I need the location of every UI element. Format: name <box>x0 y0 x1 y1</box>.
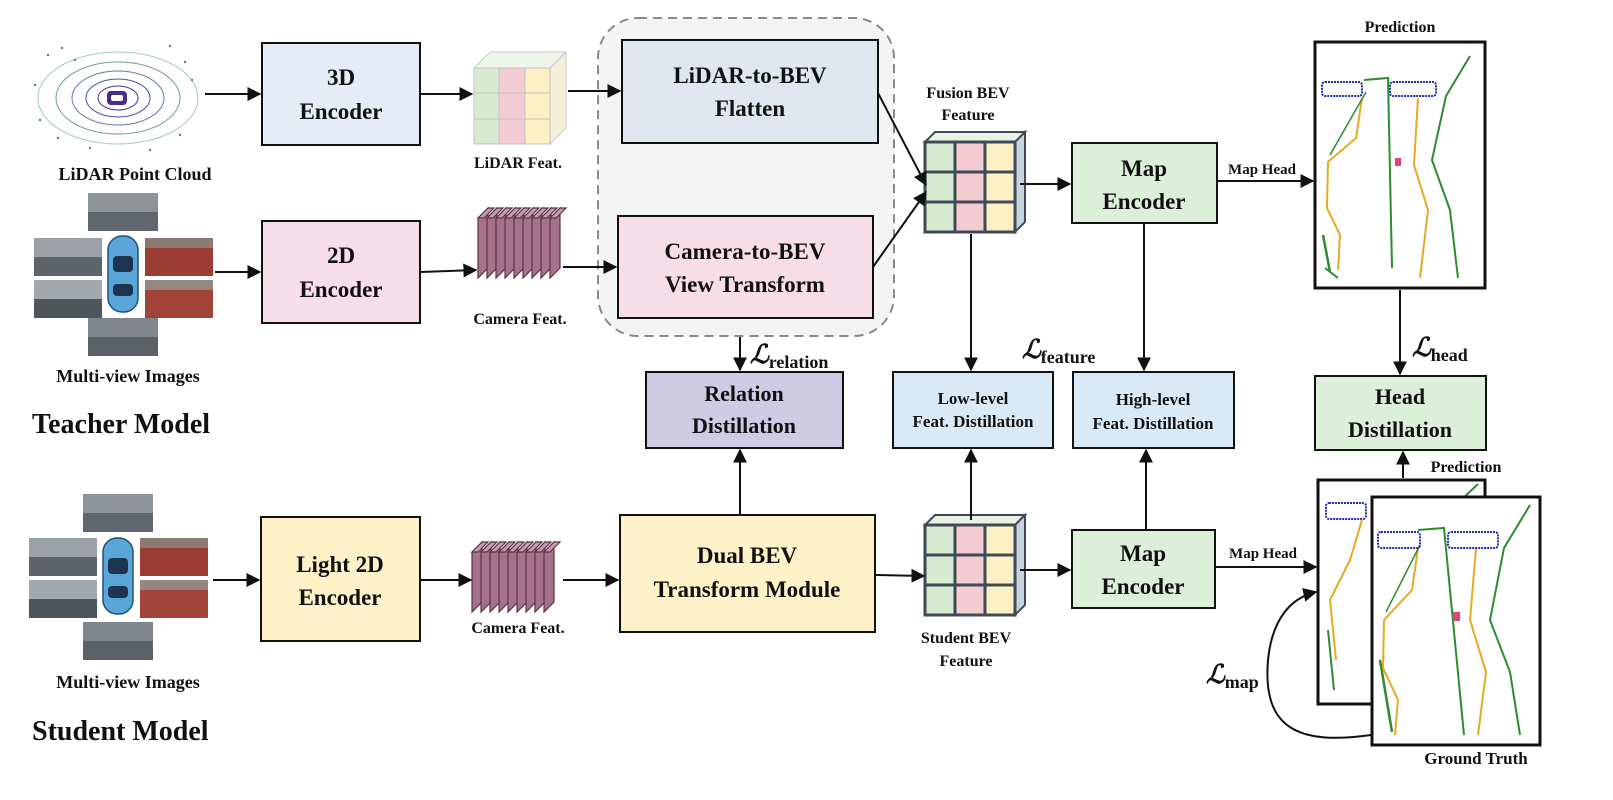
student-map-encoder-line1: Map <box>1120 541 1166 566</box>
fusion-feature-line2: Feature <box>941 107 994 124</box>
student-camera-feat-label: Camera Feat. <box>471 620 564 637</box>
light-encoder-line1: Light 2D <box>296 552 384 577</box>
fusion-feature-line1: Fusion BEV <box>926 85 1010 102</box>
teacher-multiview-images <box>34 193 213 356</box>
feature-loss: ℒfeature <box>1022 335 1095 367</box>
teacher-map-encoder-box <box>1071 142 1218 224</box>
lidar-to-bev-line2: Flatten <box>715 96 785 121</box>
student-feature-line2: Feature <box>939 653 992 670</box>
low-level-line2: Feat. Distillation <box>913 412 1034 431</box>
student-model-label: Student Model <box>32 716 209 747</box>
student-camera-feat-stack <box>471 541 561 613</box>
student-map-head-label: Map Head <box>1229 546 1298 562</box>
head-loss: ℒhead <box>1412 333 1468 365</box>
3d-encoder-line1: 3D <box>327 65 355 90</box>
camera-to-bev-line1: Camera-to-BEV <box>665 239 826 264</box>
dual-bev-transform-box <box>619 514 876 633</box>
teacher-map-head-label: Map Head <box>1228 162 1297 178</box>
student-map-encoder-line2: Encoder <box>1101 574 1184 599</box>
student-feature-line1: Student BEV <box>921 630 1012 647</box>
head-distillation-line1: Head <box>1375 384 1425 409</box>
student-car-icon <box>102 537 134 615</box>
teacher-camera-feat-stack <box>477 207 567 279</box>
car-icon <box>107 235 139 313</box>
light-encoder-line2: Encoder <box>298 585 381 610</box>
high-level-line2: Feat. Distillation <box>1093 414 1214 433</box>
dual-bev-line1: Dual BEV <box>697 543 798 568</box>
lidar-feat-label: LiDAR Feat. <box>474 155 562 172</box>
dual-bev-line2: Transform Module <box>654 577 841 602</box>
2d-encoder-line1: 2D <box>327 243 355 268</box>
teacher-prediction-label: Prediction <box>1365 19 1436 36</box>
head-distillation-line2: Distillation <box>1348 417 1452 442</box>
3d-encoder-line2: Encoder <box>299 99 382 124</box>
head-distillation-box <box>1314 375 1487 451</box>
camera-to-bev-box <box>617 215 874 319</box>
lidar-input-label: LiDAR Point Cloud <box>58 164 211 184</box>
high-level-distillation-box <box>1072 371 1235 449</box>
teacher-map-encoder-line2: Encoder <box>1102 189 1185 214</box>
high-level-line1: High-level <box>1116 390 1191 409</box>
2d-encoder-line2: Encoder <box>299 277 382 302</box>
3d-encoder-box <box>261 42 421 146</box>
student-map-encoder-box <box>1071 529 1216 609</box>
teacher-model-label: Teacher Model <box>32 409 210 440</box>
fusion-bev-cube <box>923 130 1027 234</box>
lidar-point-cloud-image <box>24 28 214 162</box>
lidar-feat-cube <box>473 51 567 145</box>
ground-truth-label: Ground Truth <box>1424 749 1528 768</box>
relation-loss: ℒrelation <box>750 340 828 372</box>
relation-distillation-box <box>645 371 844 449</box>
flow-arrows <box>205 84 1410 739</box>
ground-truth-map <box>1370 495 1542 747</box>
2d-encoder-box <box>261 220 421 324</box>
camera-to-bev-line2: View Transform <box>665 272 825 297</box>
student-bev-cube <box>923 513 1027 617</box>
map-loss: ℒmap <box>1206 660 1259 692</box>
teacher-map-encoder-line1: Map <box>1121 156 1167 181</box>
teacher-prediction-map <box>1313 40 1487 290</box>
teacher-images-label: Multi-view Images <box>56 366 199 386</box>
lidar-to-bev-line1: LiDAR-to-BEV <box>673 63 827 88</box>
student-images-label: Multi-view Images <box>56 672 199 692</box>
student-prediction-label: Prediction <box>1431 459 1502 476</box>
teacher-camera-feat-label: Camera Feat. <box>473 311 566 328</box>
low-level-distillation-box <box>892 371 1054 449</box>
lidar-to-bev-box <box>621 39 879 144</box>
student-multiview-images <box>29 494 208 660</box>
light-2d-encoder-box <box>260 516 421 642</box>
low-level-line1: Low-level <box>938 389 1009 408</box>
relation-distillation-line2: Distillation <box>692 413 796 438</box>
relation-distillation-line1: Relation <box>704 381 783 406</box>
